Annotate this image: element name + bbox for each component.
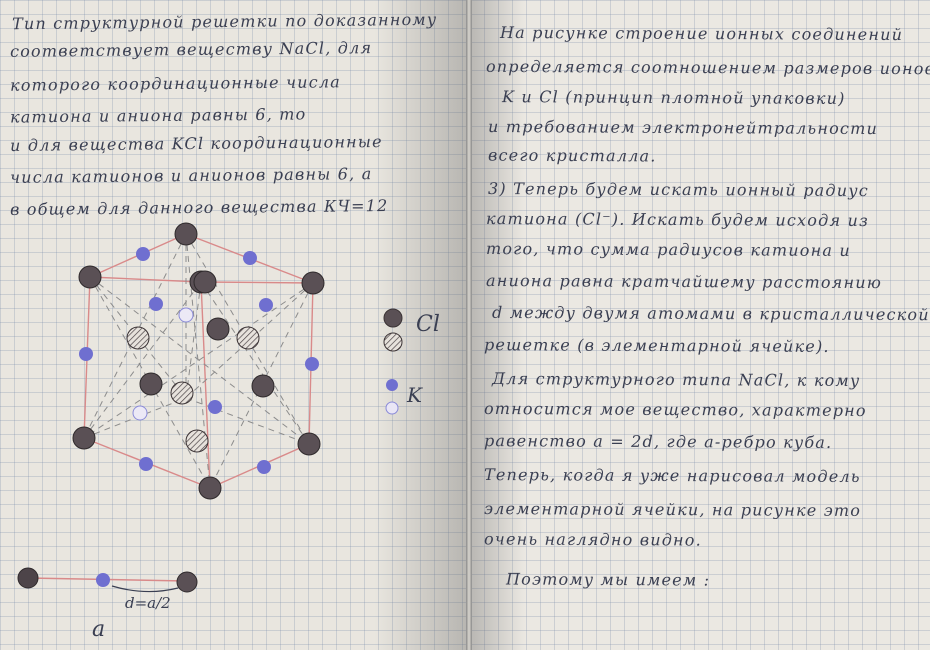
- cl-atom-inner-6: [236, 326, 260, 350]
- right-line-13: относится мое вещество, характерно: [483, 398, 867, 421]
- cl-atom-inner-8: [185, 429, 209, 453]
- distance-label: d=a/2: [125, 594, 171, 612]
- cube-edge-EH: [83, 397, 187, 439]
- cl-atom-inner-1: [206, 317, 230, 341]
- edge-label: a: [92, 617, 105, 642]
- legend-cl-label: Cl: [416, 312, 440, 337]
- right-line-2: определяется соотношением размеров ионов: [485, 56, 930, 79]
- cube-diagonal-DH: [185, 281, 202, 399]
- cube-edge-DF: [200, 281, 211, 489]
- legend-cl-filled-atom: [383, 308, 403, 328]
- notebook-spine: [466, 0, 472, 650]
- cube-diagonal-DG: [200, 281, 310, 445]
- cube-diagonal-CE: [83, 282, 314, 439]
- right-line-3: K и Cl (принцип плотной упаковки): [501, 87, 846, 108]
- right-line-18: Поэтому мы имеем :: [505, 569, 711, 590]
- bottom-distance-diagram: d=a/2 a: [17, 567, 198, 642]
- right-line-4: и требованием электронейтральности: [487, 116, 879, 139]
- distance-brace: [111, 585, 179, 593]
- cl-atom-corner-b: [174, 222, 198, 246]
- cl-atom-inner-2: [139, 372, 163, 396]
- k-atom-7: [208, 400, 222, 414]
- k-atom-open-2: [132, 405, 148, 421]
- right-line-10: d между двумя атомами в кристаллической: [491, 302, 930, 325]
- right-line-12: Для структурного типа NaCl, к кому: [491, 369, 861, 390]
- k-atom-2: [243, 251, 257, 265]
- k-atom-3: [149, 297, 163, 311]
- cl-atom-inner-4: [193, 270, 217, 294]
- k-atom-5: [79, 347, 93, 361]
- legend: Cl K: [383, 308, 440, 415]
- cube-edge-AD: [89, 276, 202, 283]
- right-line-7: катиона (Cl⁻). Искать будем исходя из: [485, 208, 870, 231]
- cube-diagonal-AG: [89, 276, 310, 445]
- right-line-1: На рисунке строение ионных соединений: [499, 22, 904, 45]
- bottom-cl-atom-left: [17, 567, 39, 589]
- cl-atom-corner-e: [72, 426, 96, 450]
- cl-atom-corner-a: [78, 265, 102, 289]
- legend-k-filled-atom: [386, 379, 398, 391]
- right-line-9: аниона равна кратчайшему расстоянию: [485, 270, 883, 293]
- cl-atom-inner-7: [170, 381, 194, 405]
- right-line-8: того, что сумма радиусов катиона и: [485, 239, 851, 260]
- cl-atom-corner-g: [297, 432, 321, 456]
- k-atom-6: [305, 357, 319, 371]
- k-atom-9: [257, 460, 271, 474]
- bottom-cl-atom-right: [176, 571, 198, 593]
- right-line-15: Теперь, когда я уже нарисовал модель: [483, 465, 861, 486]
- atoms: [72, 222, 325, 500]
- right-line-17: очень наглядно видно.: [483, 529, 703, 550]
- k-atom-1: [136, 247, 150, 261]
- k-atom-open-1: [178, 307, 194, 323]
- cl-atom-corner-c: [301, 271, 325, 295]
- right-line-11: решетке (в элементарной ячейке).: [483, 335, 830, 356]
- right-line-14: равенство a = 2d, где a-ребро куба.: [483, 431, 833, 452]
- bottom-k-atom: [96, 573, 110, 587]
- cl-atom-inner-3: [251, 374, 275, 398]
- legend-k-open-atom: [385, 401, 399, 415]
- right-page: [470, 0, 930, 650]
- unit-cell-drawing: Cl K d=a/2 a: [17, 222, 440, 642]
- right-line-5: всего кристалла.: [487, 145, 657, 166]
- cl-atom-corner-f: [198, 476, 222, 500]
- k-atom-8: [139, 457, 153, 471]
- cl-atom-inner-5: [126, 326, 150, 350]
- legend-k-label: K: [406, 383, 423, 407]
- cube-edge-DC: [200, 281, 314, 284]
- right-line-16: элементарной ячейки, на рисунке это: [483, 499, 862, 520]
- legend-cl-hatched-atom: [383, 332, 403, 352]
- k-atom-4: [259, 298, 273, 312]
- right-line-6: 3) Теперь будем искать ионный радиус: [487, 179, 869, 200]
